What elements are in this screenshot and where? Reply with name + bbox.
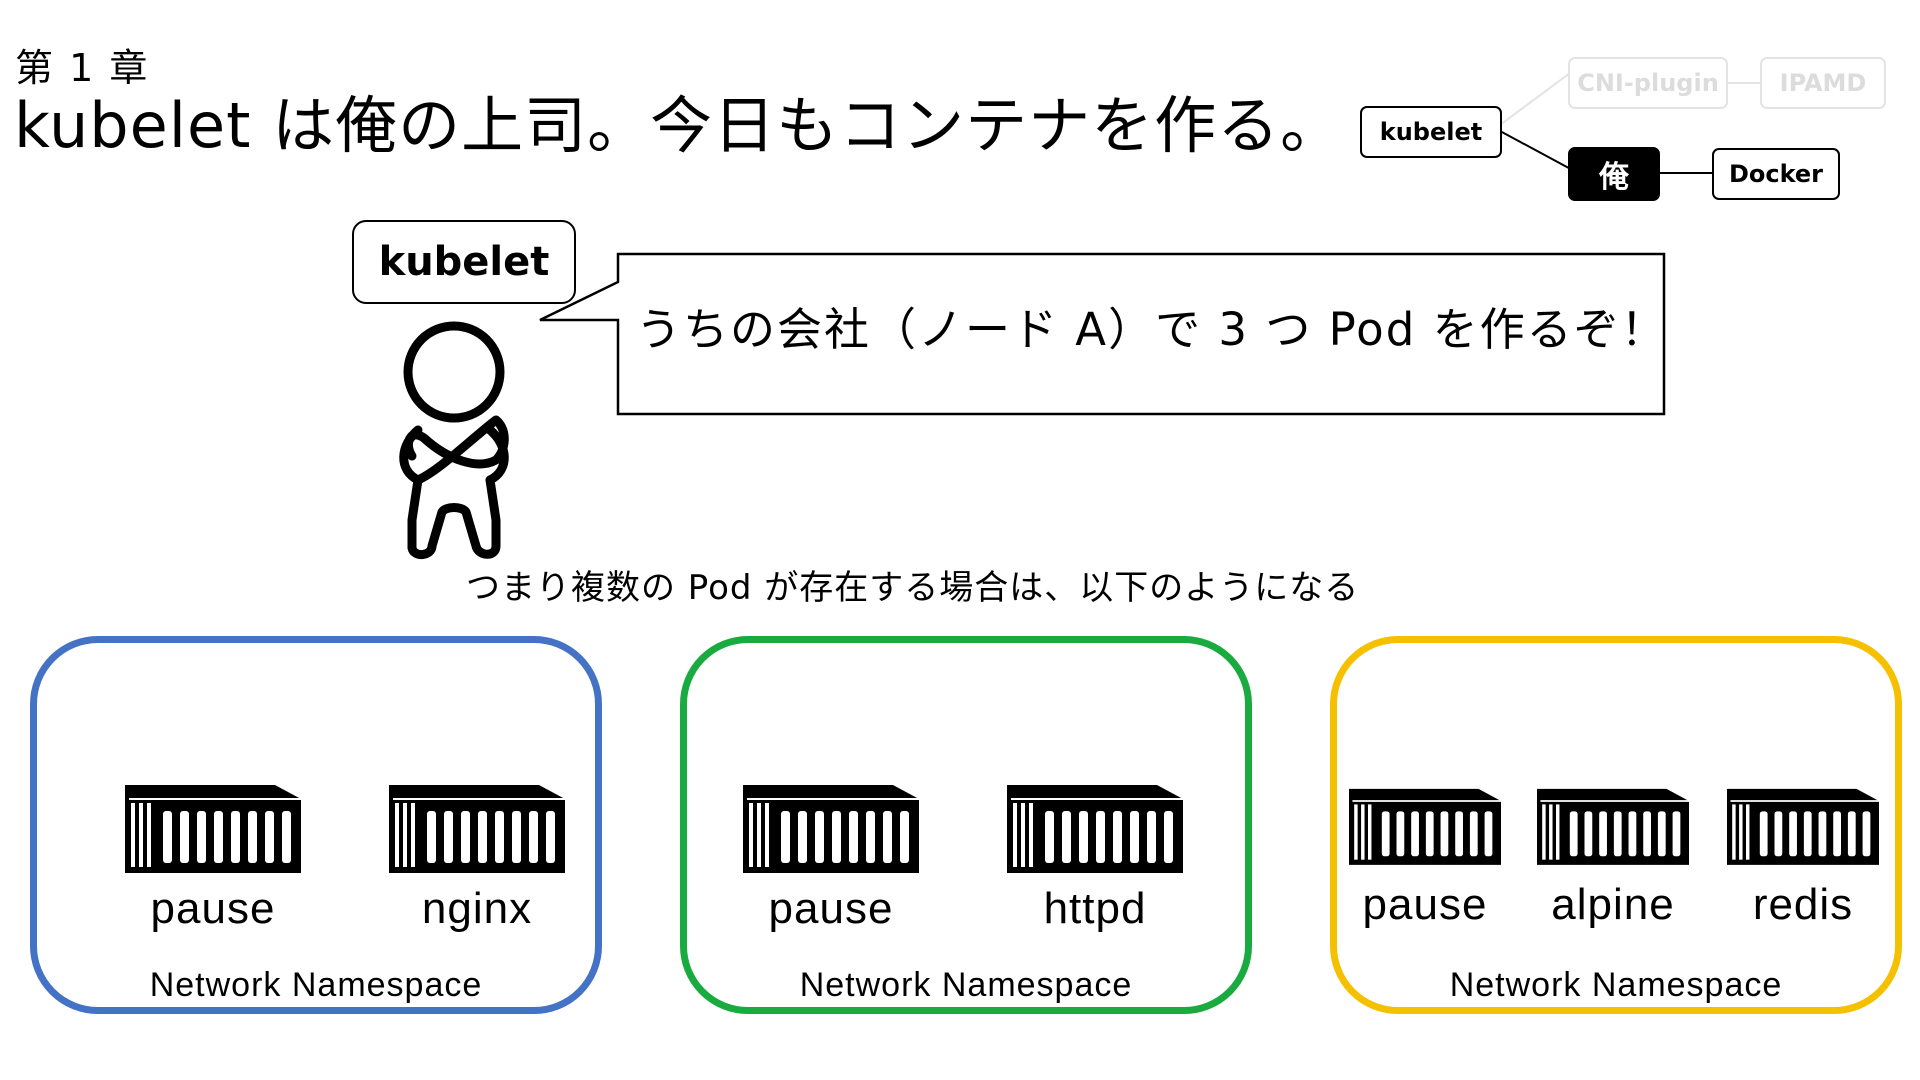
container-item: pause — [1345, 781, 1505, 931]
namespace-box-3: pause alpine redis Network Namespace — [1330, 636, 1902, 1014]
shipping-container-icon — [1727, 781, 1879, 871]
namespace-box-1: pause nginx Network Namespace — [30, 636, 602, 1014]
container-label: nginx — [387, 883, 567, 935]
speech-text: うちの会社（ノード A）で 3 つ Pod を作るぞ！ — [636, 300, 1668, 360]
shipping-container-icon — [743, 781, 919, 875]
container-label: pause — [1345, 879, 1505, 931]
namespace-label: Network Namespace — [37, 963, 595, 1007]
container-label: httpd — [1005, 883, 1185, 935]
kubelet-speaker-tag: kubelet — [352, 220, 576, 304]
person-arms-crossed-icon — [404, 326, 505, 555]
container-label: pause — [123, 883, 303, 935]
container-label: alpine — [1533, 879, 1693, 931]
container-item: pause — [123, 781, 303, 935]
container-label: pause — [741, 883, 921, 935]
container-item: httpd — [1005, 781, 1185, 935]
shipping-container-icon — [1349, 781, 1501, 871]
shipping-container-icon — [1537, 781, 1689, 871]
caption-text: つまり複数の Pod が存在する場合は、以下のようになる — [466, 565, 1359, 611]
namespace-label: Network Namespace — [1337, 963, 1895, 1007]
container-item: alpine — [1533, 781, 1693, 931]
shipping-container-icon — [125, 781, 301, 875]
container-item: redis — [1721, 781, 1885, 931]
namespace-box-2: pause httpd Network Namespace — [680, 636, 1252, 1014]
container-item: pause — [741, 781, 921, 935]
shipping-container-icon — [1007, 781, 1183, 875]
namespace-label: Network Namespace — [687, 963, 1245, 1007]
container-item: nginx — [387, 781, 567, 935]
shipping-container-icon — [389, 781, 565, 875]
container-label: redis — [1721, 879, 1885, 931]
